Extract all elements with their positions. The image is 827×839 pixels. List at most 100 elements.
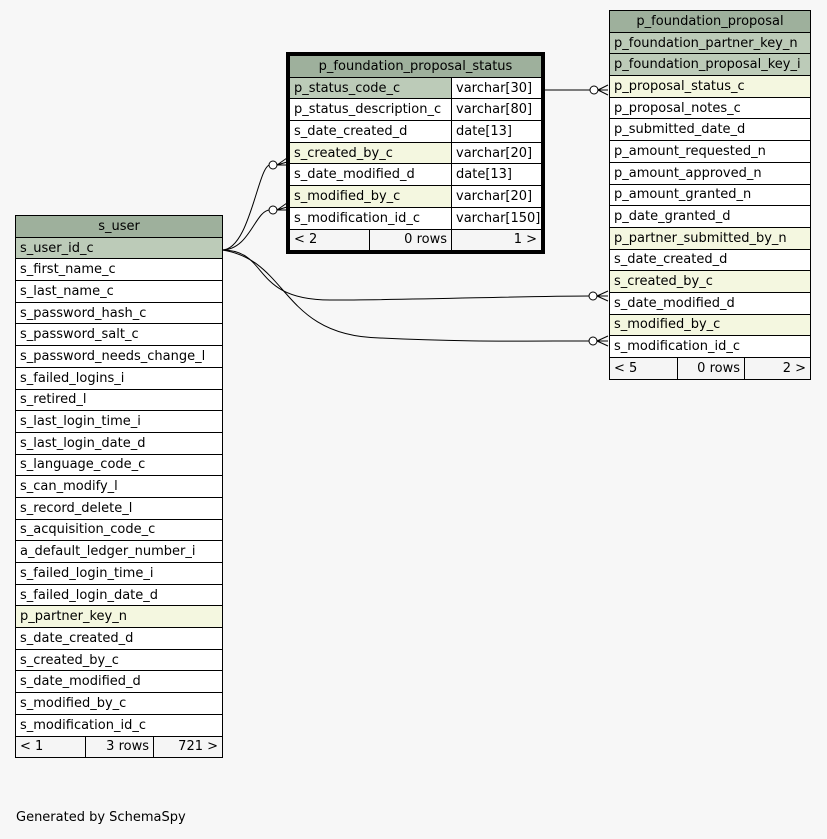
- table-header[interactable]: p_foundation_proposal_status: [288, 55, 543, 78]
- column-row[interactable]: p_amount_approved_n: [608, 161, 812, 185]
- column-row[interactable]: p_foundation_proposal_key_i: [608, 53, 812, 77]
- column-name: s_modification_id_c: [14, 713, 224, 737]
- column-row[interactable]: p_foundation_partner_key_n: [608, 31, 812, 55]
- column-row[interactable]: s_can_modify_l: [14, 475, 224, 498]
- relation-endpoint: [588, 291, 598, 301]
- relation-endpoint: [588, 336, 598, 346]
- column-name: s_user_id_c: [14, 236, 224, 260]
- column-name: s_date_created_d: [14, 627, 224, 650]
- column-row[interactable]: s_password_hash_c: [14, 301, 224, 325]
- column-row[interactable]: s_last_login_time_i: [14, 410, 224, 433]
- column-name: s_date_created_d: [608, 248, 812, 272]
- column-name: s_last_login_time_i: [14, 410, 224, 433]
- column-name: p_amount_approved_n: [608, 161, 812, 185]
- column-row[interactable]: s_record_delete_l: [14, 496, 224, 520]
- column-name: p_amount_requested_n: [608, 140, 812, 163]
- column-name: s_date_modified_d: [289, 163, 452, 187]
- column-row[interactable]: a_default_ledger_number_i: [14, 540, 224, 563]
- column-name: s_acquisition_code_c: [14, 518, 224, 542]
- column-row[interactable]: p_partner_key_n: [14, 605, 224, 629]
- table-header[interactable]: s_user: [14, 215, 224, 238]
- column-row[interactable]: p_amount_requested_n: [608, 140, 812, 163]
- column-row[interactable]: s_modified_by_c: [14, 692, 224, 715]
- column-name: s_can_modify_l: [14, 475, 224, 498]
- table-name: p_foundation_proposal: [608, 10, 812, 33]
- column-name: s_password_hash_c: [14, 301, 224, 325]
- column-row[interactable]: s_date_modified_d: [608, 291, 812, 315]
- column-row[interactable]: s_modification_id_c: [14, 713, 224, 737]
- column-type: varchar[20]: [450, 141, 543, 165]
- column-row[interactable]: s_date_created_d: [14, 627, 224, 650]
- column-row[interactable]: s_last_login_date_d: [14, 431, 224, 455]
- relation-user-to-status-created: [221, 164, 271, 251]
- column-type: varchar[80]: [450, 98, 543, 122]
- column-row[interactable]: s_date_modified_d: [14, 670, 224, 694]
- column-row[interactable]: s_modified_by_c: [608, 313, 812, 337]
- column-row[interactable]: p_date_granted_d: [608, 205, 812, 228]
- column-row[interactable]: s_modification_id_c: [608, 335, 812, 358]
- children-count: 721 >: [152, 735, 224, 759]
- relation-user-to-proposal-modified: [221, 249, 591, 342]
- column-row[interactable]: p_amount_granted_n: [608, 183, 812, 207]
- column-type: varchar[20]: [450, 185, 543, 208]
- column-row[interactable]: s_date_created_d: [608, 248, 812, 272]
- column-row[interactable]: s_password_salt_c: [14, 323, 224, 347]
- parents-count: < 2: [289, 228, 370, 252]
- relation-user-to-proposal-created: [221, 249, 591, 301]
- parents-count: < 1: [15, 735, 86, 759]
- column-row[interactable]: s_user_id_c: [14, 236, 224, 260]
- column-type: date[13]: [450, 163, 543, 187]
- column-name: p_submitted_date_d: [608, 118, 812, 142]
- column-row[interactable]: s_failed_login_time_i: [14, 562, 224, 585]
- column-name: p_date_granted_d: [608, 205, 812, 228]
- column-name: s_modified_by_c: [14, 692, 224, 715]
- children-count: 1 >: [450, 228, 543, 252]
- column-name: p_foundation_partner_key_n: [608, 31, 812, 55]
- column-row[interactable]: s_failed_logins_i: [14, 366, 224, 390]
- relation-endpoint: [268, 205, 278, 215]
- column-name: s_last_login_date_d: [14, 431, 224, 455]
- relation-user-to-status-modified: [221, 209, 271, 251]
- column-row[interactable]: p_submitted_date_d: [608, 118, 812, 142]
- column-row[interactable]: s_retired_l: [14, 388, 224, 412]
- column-name: s_modification_id_c: [289, 206, 452, 230]
- column-row[interactable]: p_proposal_notes_c: [608, 96, 812, 120]
- column-row[interactable]: s_last_name_c: [14, 280, 224, 303]
- column-name: s_password_salt_c: [14, 323, 224, 347]
- column-name: s_failed_login_time_i: [14, 562, 224, 585]
- column-row[interactable]: p_proposal_status_c: [608, 75, 812, 98]
- table-header[interactable]: p_foundation_proposal: [608, 10, 812, 33]
- column-name: s_last_name_c: [14, 280, 224, 303]
- column-type: date[13]: [450, 120, 543, 143]
- column-row[interactable]: s_failed_login_date_d: [14, 583, 224, 607]
- column-row[interactable]: s_first_name_c: [14, 258, 224, 282]
- column-row[interactable]: p_partner_submitted_by_n: [608, 226, 812, 250]
- column-name: p_partner_key_n: [14, 605, 224, 629]
- column-row[interactable]: s_language_code_c: [14, 453, 224, 477]
- table-name: s_user: [14, 215, 224, 238]
- column-name: p_proposal_status_c: [608, 75, 812, 98]
- row-count: 0 rows: [677, 357, 745, 380]
- column-row[interactable]: s_acquisition_code_c: [14, 518, 224, 542]
- row-count: 3 rows: [85, 735, 154, 759]
- column-name: p_partner_submitted_by_n: [608, 226, 812, 250]
- column-name: s_retired_l: [14, 388, 224, 412]
- generated-by-footer: Generated by SchemaSpy: [16, 810, 186, 825]
- column-name: s_date_modified_d: [14, 670, 224, 694]
- column-name: s_first_name_c: [14, 258, 224, 282]
- column-row[interactable]: s_created_by_c: [14, 648, 224, 672]
- column-row[interactable]: s_password_needs_change_l: [14, 345, 224, 368]
- column-row[interactable]: s_created_by_c: [608, 270, 812, 293]
